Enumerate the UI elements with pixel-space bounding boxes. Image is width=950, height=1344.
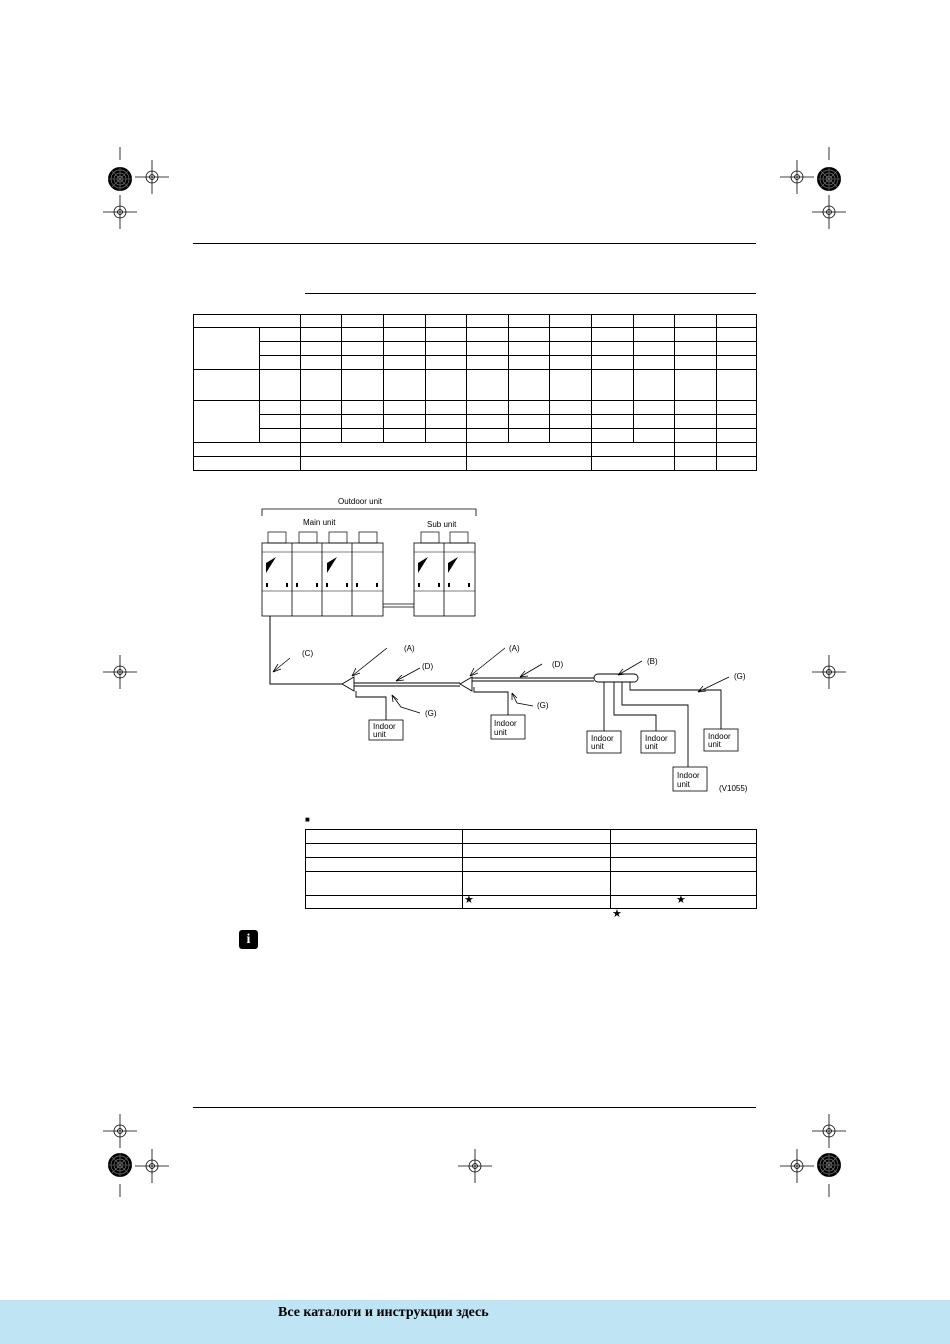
svg-text:unit: unit <box>677 780 691 789</box>
svg-text:(D): (D) <box>422 662 433 671</box>
indoor-unit-4: Indoor unit <box>640 730 676 754</box>
svg-text:Indoor: Indoor <box>677 771 700 780</box>
main-unit-group <box>261 531 384 617</box>
svg-text:(G): (G) <box>425 709 437 718</box>
svg-text:(C): (C) <box>302 649 313 658</box>
svg-text:unit: unit <box>645 742 659 751</box>
svg-text:Indoor: Indoor <box>494 719 517 728</box>
svg-text:Indoor: Indoor <box>373 722 396 731</box>
svg-text:(B): (B) <box>647 657 658 666</box>
indoor-unit-3: Indoor unit <box>586 730 622 754</box>
svg-text:(D): (D) <box>552 660 563 669</box>
svg-text:(A): (A) <box>509 644 520 653</box>
branch-table <box>305 829 757 909</box>
footer-link[interactable]: Все каталоги и инструкции здесь <box>278 1305 489 1320</box>
main-unit-label: Main unit <box>303 518 336 527</box>
indoor-unit-6: Indoor unit <box>672 766 708 792</box>
footer-banner[interactable] <box>0 1300 950 1344</box>
star-mark: ★ <box>612 908 622 920</box>
indoor-unit-5: Indoor unit <box>703 728 739 752</box>
svg-text:(A): (A) <box>404 644 415 653</box>
svg-text:(G): (G) <box>537 701 549 710</box>
info-icon: i <box>239 930 258 949</box>
svg-text:(G): (G) <box>734 672 746 681</box>
star-mark: ★ <box>464 894 474 906</box>
footer-rule <box>193 1107 756 1108</box>
svg-text:unit: unit <box>591 742 605 751</box>
table-cell <box>193 400 260 443</box>
piping-table <box>193 314 757 471</box>
svg-text:unit: unit <box>494 728 508 737</box>
indoor-unit-2: Indoor unit <box>490 714 526 740</box>
svg-text:Indoor: Indoor <box>645 734 668 743</box>
bullet-square: ■ <box>305 815 310 824</box>
svg-text:unit: unit <box>708 740 722 749</box>
figure-code: (V1055) <box>719 784 748 793</box>
sub-unit-label: Sub unit <box>427 520 457 529</box>
section-rule <box>305 293 756 294</box>
outdoor-unit-label: Outdoor unit <box>338 497 383 506</box>
svg-text:unit: unit <box>373 730 387 739</box>
header-rule <box>193 243 756 244</box>
sub-unit-group <box>413 531 476 617</box>
svg-text:Indoor: Indoor <box>708 732 731 741</box>
svg-text:Indoor: Indoor <box>591 734 614 743</box>
star-mark: ★ <box>676 894 686 906</box>
indoor-unit-1: Indoor unit <box>368 719 404 741</box>
